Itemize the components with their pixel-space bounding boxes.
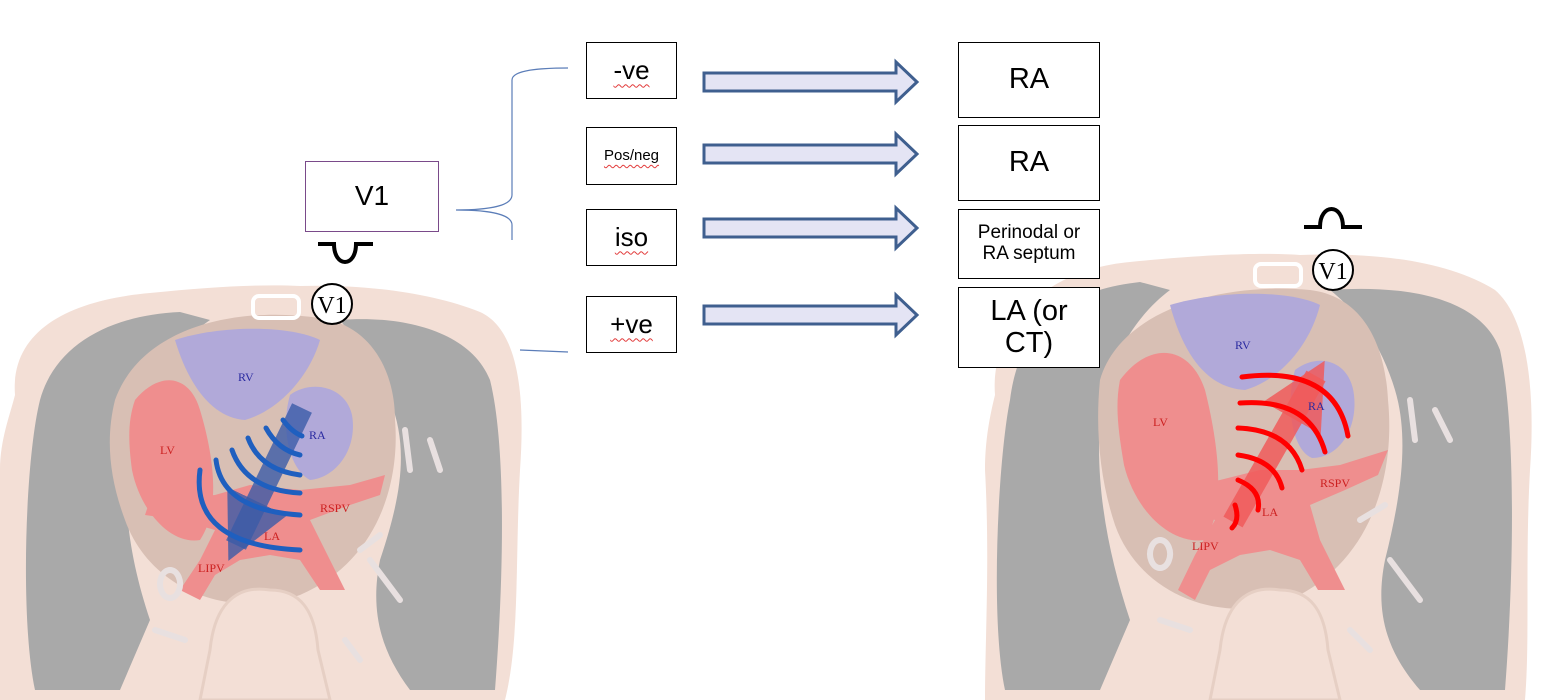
right-label-rspv: RSPV bbox=[1320, 476, 1350, 490]
right-sternum bbox=[1253, 262, 1303, 288]
result-neg-box: RA bbox=[958, 42, 1100, 118]
left-rv bbox=[175, 328, 320, 420]
result-pos-label: LA (or CT) bbox=[990, 295, 1068, 359]
right-label-la: LA bbox=[1262, 505, 1278, 519]
arrow-neg-to-result bbox=[702, 58, 920, 106]
left-label-lv: LV bbox=[160, 443, 175, 457]
right-wavefronts bbox=[1229, 372, 1351, 531]
morphology-iso-label: iso bbox=[614, 222, 649, 253]
right-depolarization-arrow bbox=[1223, 360, 1326, 528]
left-label-lipv: LIPV bbox=[198, 561, 225, 575]
right-label-ra: RA bbox=[1308, 399, 1325, 413]
left-v1-electrode bbox=[311, 283, 353, 325]
morphology-posneg-label: Pos/neg bbox=[603, 146, 660, 164]
result-posneg-label: RA bbox=[1008, 146, 1050, 179]
right-lung-vessels bbox=[1147, 397, 1453, 653]
left-lung-right bbox=[25, 312, 211, 690]
right-label-lipv: LIPV bbox=[1192, 539, 1219, 553]
right-label-lv: LV bbox=[1153, 415, 1168, 429]
result-posneg-box: RA bbox=[958, 125, 1100, 201]
morphology-neg-box: -ve bbox=[586, 42, 677, 99]
arrow-iso-to-result bbox=[702, 204, 920, 252]
branch-bracket-tail bbox=[519, 349, 569, 353]
lead-v1-label: V1 bbox=[354, 180, 390, 212]
arrow-pos-to-result bbox=[702, 291, 920, 339]
left-negative-p-wave bbox=[318, 242, 373, 264]
left-lung-vessels bbox=[152, 427, 443, 663]
result-pos-box: LA (or CT) bbox=[958, 287, 1100, 368]
arrow-posneg-to-result bbox=[702, 130, 920, 178]
left-wavefronts bbox=[196, 417, 305, 553]
left-label-la: LA bbox=[264, 529, 280, 543]
morphology-pos-label: +ve bbox=[610, 309, 653, 340]
result-neg-label: RA bbox=[1008, 63, 1050, 96]
result-iso-box: Perinodal or RA septum bbox=[958, 209, 1100, 279]
right-v1-electrode-label: V1 bbox=[1318, 259, 1347, 285]
right-v1-electrode bbox=[1312, 249, 1354, 291]
left-spine bbox=[198, 587, 332, 700]
left-label-ra: RA bbox=[309, 428, 326, 442]
morphology-posneg-box: Pos/neg bbox=[586, 127, 677, 185]
result-iso-label: Perinodal or RA septum bbox=[977, 222, 1081, 264]
right-positive-p-wave bbox=[1304, 207, 1362, 229]
left-sternum bbox=[251, 294, 301, 320]
lead-v1-box: V1 bbox=[305, 161, 439, 232]
morphology-pos-box: +ve bbox=[586, 296, 677, 353]
left-label-rspv: RSPV bbox=[320, 501, 350, 515]
right-label-rv: RV bbox=[1235, 338, 1251, 352]
branch-bracket bbox=[455, 67, 569, 240]
morphology-neg-label: -ve bbox=[613, 55, 650, 86]
left-lung-left bbox=[340, 319, 502, 690]
right-la bbox=[1155, 450, 1388, 600]
morphology-iso-box: iso bbox=[586, 209, 677, 266]
right-lung-left bbox=[1330, 288, 1512, 690]
right-spine bbox=[1208, 587, 1342, 700]
right-lung-right bbox=[996, 282, 1170, 690]
left-label-rv: RV bbox=[238, 370, 254, 384]
left-v1-electrode-label: V1 bbox=[317, 293, 346, 319]
